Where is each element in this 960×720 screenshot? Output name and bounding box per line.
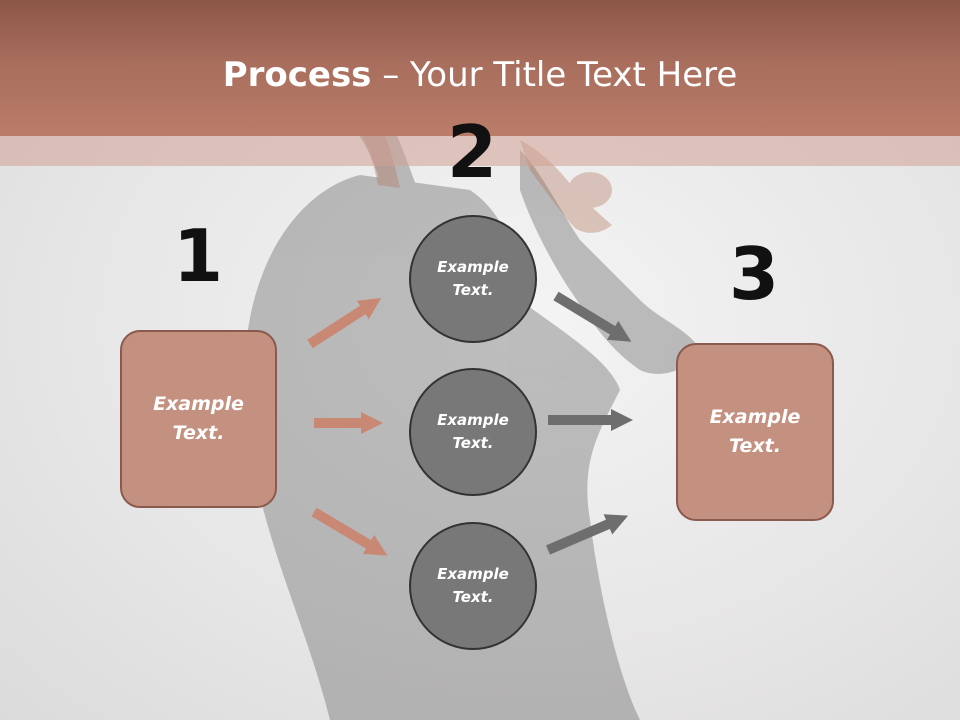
title-banner-strip xyxy=(0,136,960,166)
arrow-right-icon xyxy=(307,298,382,349)
step-2-circle-bottom: Example Text. xyxy=(409,522,537,650)
circle-text: Example Text. xyxy=(437,565,509,606)
arrow-right-icon xyxy=(546,514,629,555)
step-2-circle-middle: Example Text. xyxy=(409,368,537,496)
step-2-circle-top: Example Text. xyxy=(409,215,537,343)
arrow-right-icon xyxy=(553,291,632,342)
arrow-right-icon xyxy=(311,507,388,556)
circle-text: Example Text. xyxy=(437,258,509,299)
title-banner xyxy=(0,0,960,136)
title-rest: – Your Title Text Here xyxy=(371,55,738,95)
slide-title: Process – Your Title Text Here xyxy=(0,52,960,98)
step-number-3: 3 xyxy=(728,232,780,316)
title-strong: Process xyxy=(222,55,372,95)
step-1-text: Example Text. xyxy=(153,393,244,444)
step-number-2: 2 xyxy=(446,110,498,194)
step-3-box: Example Text. xyxy=(676,343,834,521)
circle-text: Example Text. xyxy=(437,411,509,452)
step-3-text: Example Text. xyxy=(709,406,801,457)
step-number-1: 1 xyxy=(172,214,224,298)
step-1-box: Example Text. xyxy=(120,330,277,508)
